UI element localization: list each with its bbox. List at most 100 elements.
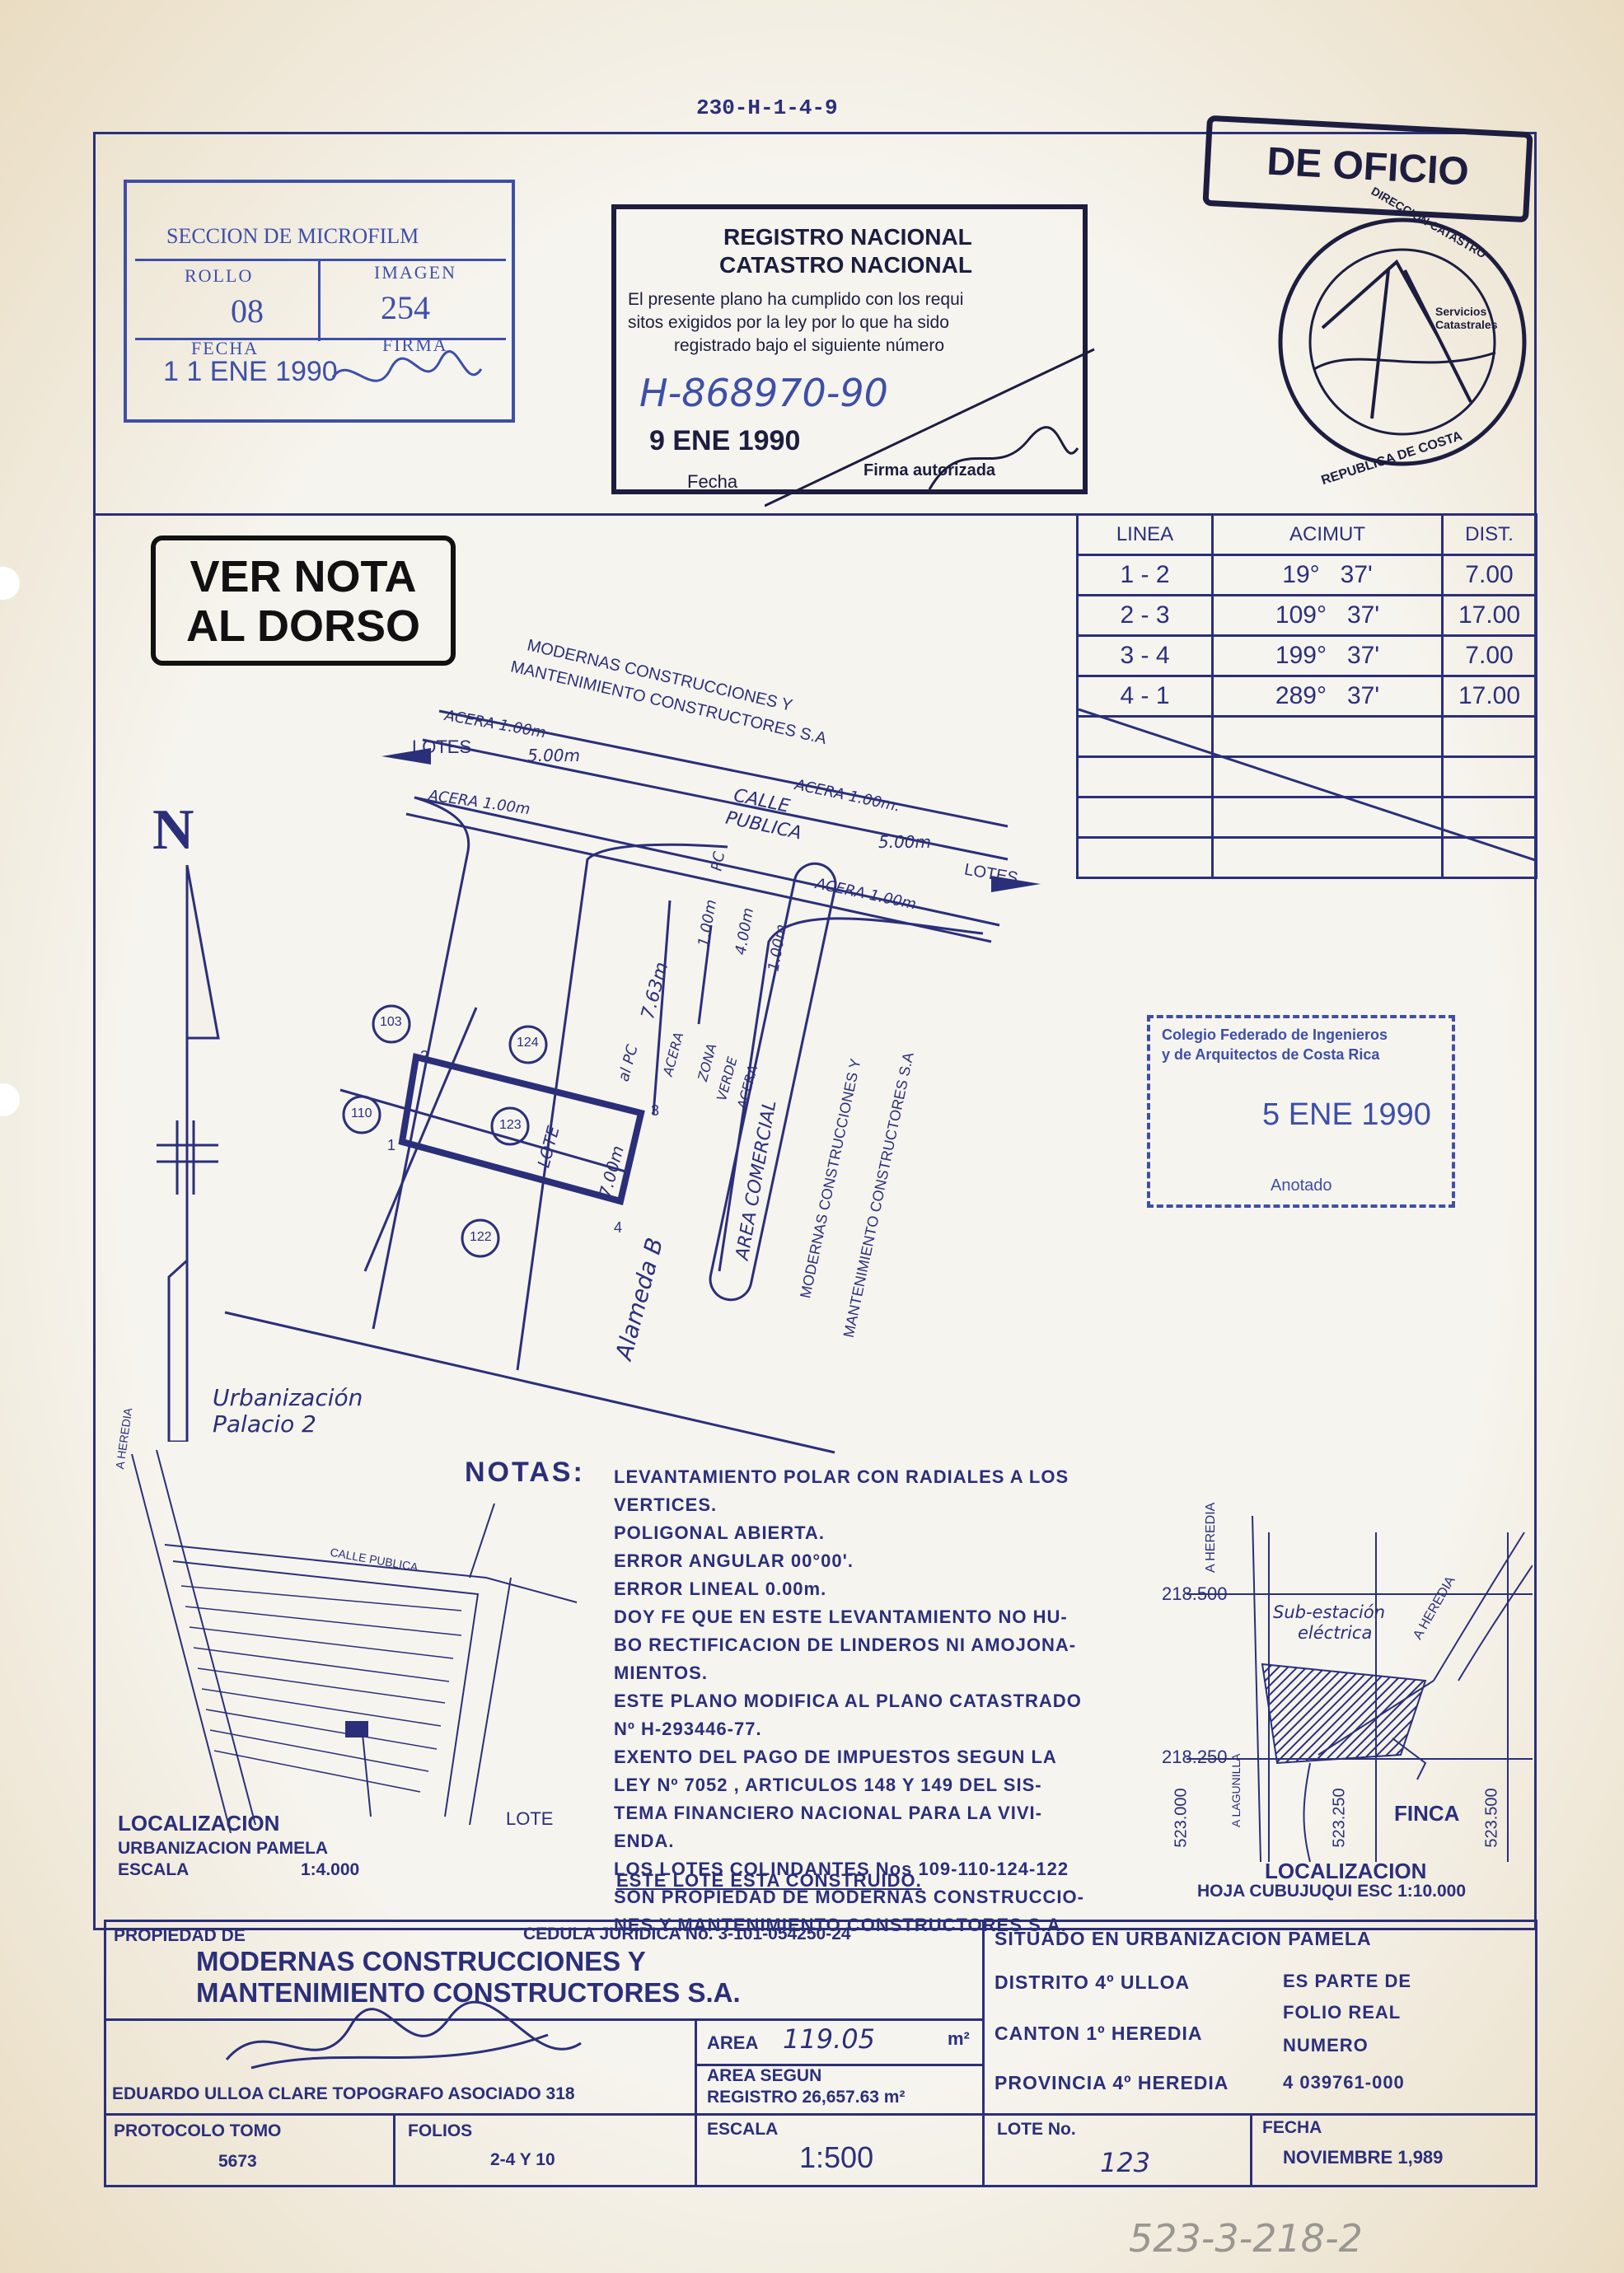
plan-pc: PC	[708, 850, 729, 872]
table-strike-line	[1076, 709, 1537, 863]
lot-122: 122	[470, 1230, 492, 1244]
loc-right-title: LOCALIZACION	[1265, 1859, 1427, 1883]
imagen-label: IMAGEN	[374, 262, 456, 283]
table-cell: 289° 37'	[1211, 675, 1444, 718]
tb-owner-1: MODERNAS CONSTRUCCIONES Y	[196, 1946, 646, 1976]
ver-nota-line2: AL DORSO	[185, 601, 421, 651]
colegio-fecha: 5 ENE 1990	[1262, 1097, 1431, 1132]
tb-lote-label: LOTE No.	[997, 2120, 1076, 2139]
azimut-header-row: LINEA ACIMUT DIST.	[1076, 513, 1537, 556]
azimut-header-acimut: ACIMUT	[1211, 513, 1444, 556]
note-line: ENDA.	[614, 1831, 675, 1851]
tb-es-parte-1: ES PARTE DE	[1283, 1971, 1412, 1991]
plan-urb-2: Palacio 2	[213, 1410, 316, 1438]
lot-123: 123	[499, 1118, 522, 1132]
loc-right-a-heredia-1: A HEREDIA	[1204, 1502, 1218, 1573]
note-line: MIENTOS.	[614, 1663, 708, 1683]
notas-construido: ESTE LOTE ESTA CONSTRUIDO.	[616, 1870, 922, 1891]
azimut-header-dist: DIST.	[1441, 513, 1537, 556]
notas-block: LEVANTAMIENTO POLAR CON RADIALES A LOS V…	[614, 1463, 1191, 1939]
tb-area-seg-2: REGISTRO 26,657.63 m²	[707, 2088, 906, 2107]
tb-situado: SITUADO EN URBANIZACION PAMELA	[995, 1928, 1372, 1949]
table-cell: 109° 37'	[1211, 594, 1444, 637]
tb-es-parte-3: NUMERO	[1283, 2035, 1369, 2056]
loc-left-lote: LOTE	[506, 1808, 554, 1829]
notas-title: NOTAS:	[465, 1457, 585, 1488]
bottom-code: 523-3-218-2	[1129, 2216, 1363, 2261]
loc-right-sub1: Sub-estación	[1273, 1602, 1386, 1622]
loc-right-hoja: HOJA CUBUJUQUI ESC 1:10.000	[1197, 1882, 1466, 1901]
title-block	[104, 1920, 1537, 2187]
note-line: BO RECTIFICACION DE LINDEROS NI AMOJONA-	[614, 1635, 1077, 1655]
registro-text2: sitos exigidos por la ley por lo que ha …	[628, 313, 949, 332]
colegio-anotado: Anotado	[1271, 1176, 1332, 1195]
plan-width-left: 5.00m	[527, 746, 581, 765]
de-oficio-stamp: DE OFICIO	[1202, 115, 1533, 223]
loc-left-escala: 1:4.000	[301, 1860, 360, 1879]
tb-escala: 1:500	[799, 2140, 874, 2174]
table-cell: 7.00	[1441, 634, 1537, 677]
tb-cedula: CEDULA JURIDICA No. 3-101-054250-24	[523, 1925, 851, 1943]
north-label: N	[152, 798, 194, 862]
catastro-seal	[1278, 217, 1527, 466]
table-cell: 19° 37'	[1211, 554, 1444, 596]
registro-signature	[765, 348, 1095, 507]
plan-width-right: 5.00m	[878, 832, 932, 852]
fecha-label: FECHA	[191, 338, 260, 358]
registro-line1: REGISTRO NACIONAL	[723, 224, 972, 250]
azimut-header-linea: LINEA	[1076, 513, 1214, 556]
note-line: DOY FE QUE EN ESTE LEVANTAMIENTO NO HU-	[614, 1607, 1068, 1627]
registro-fecha: 9 ENE 1990	[649, 425, 801, 456]
note-line: LOS LOTES COLINDANTES Nos 109-110-124-12…	[614, 1859, 1069, 1879]
table-cell: 2 - 3	[1076, 594, 1214, 637]
main-frame	[93, 132, 1537, 1930]
loc-right-x500: 523.500	[1482, 1788, 1501, 1848]
tb-m2: m²	[948, 2028, 970, 2049]
colegio-line1: Colegio Federado de Ingenieros	[1162, 1027, 1388, 1043]
loc-right-lagunilla: A LAGUNILLA	[1229, 1753, 1243, 1828]
note-line: Nº H-293446-77.	[614, 1719, 762, 1739]
tb-topografo: EDUARDO ULLOA CLARE TOPOGRAFO ASOCIADO 3…	[112, 2084, 575, 2103]
tb-folios: 2-4 Y 10	[490, 2150, 555, 2169]
stamp-band-divider	[93, 513, 1537, 516]
loc-right-y500: 218.500	[1162, 1583, 1228, 1604]
registro-numero: H-868970-90	[639, 371, 888, 415]
loc-left-sub1: URBANIZACION PAMELA	[118, 1839, 329, 1858]
table-row-empty	[1076, 755, 1537, 798]
note-line: EXENTO DEL PAGO DE IMPUESTOS SEGUN LA	[614, 1747, 1057, 1767]
note-line: VERTICES.	[614, 1494, 718, 1515]
rollo-label: ROLLO	[185, 265, 254, 286]
tb-area-label: AREA	[707, 2032, 759, 2053]
table-cell: 3 - 4	[1076, 634, 1214, 677]
tb-escala-label: ESCALA	[707, 2120, 779, 2139]
registro-firma-label: Firma autorizada	[863, 461, 996, 479]
lot-124: 124	[517, 1036, 539, 1050]
note-line: POLIGONAL ABIERTA.	[614, 1522, 825, 1543]
loc-right-x000: 523.000	[1172, 1788, 1191, 1848]
note-line: ERROR ANGULAR 00°00'.	[614, 1550, 854, 1571]
registro-text1: El presente plano ha cumplido con los re…	[628, 290, 964, 309]
ver-nota-line1: VER NOTA	[190, 552, 417, 601]
colegio-line2: y de Arquitectos de Costa Rica	[1162, 1046, 1380, 1063]
microfilm-signature	[331, 350, 483, 382]
loc-right-x250: 523.250	[1330, 1788, 1349, 1848]
seal-center-text: Servicios Catastrales	[1435, 305, 1498, 331]
loc-right-y250: 218.250	[1162, 1747, 1228, 1767]
plan-lotes-left: LOTES	[412, 737, 472, 757]
table-row-empty	[1076, 715, 1537, 758]
registro-line2: CATASTRO NACIONAL	[719, 252, 972, 278]
tb-es-parte-2: FOLIO REAL	[1283, 2002, 1402, 2023]
note-line: SON PROPIEDAD DE MODERNAS CONSTRUCCIO-	[614, 1887, 1084, 1907]
note-line: ERROR LINEAL 0.00m.	[614, 1578, 827, 1599]
microfilm-stamp: SECCION DE MICROFILM ROLLO IMAGEN 08 254…	[124, 180, 515, 423]
tb-lote: 123	[1100, 2147, 1151, 2178]
tb-protocolo: 5673	[218, 2152, 257, 2171]
table-cell: 7.00	[1441, 554, 1537, 596]
table-row-empty	[1076, 836, 1537, 879]
ver-nota-stamp: VER NOTA AL DORSO	[151, 536, 456, 666]
vertex-3: 3	[651, 1102, 660, 1119]
